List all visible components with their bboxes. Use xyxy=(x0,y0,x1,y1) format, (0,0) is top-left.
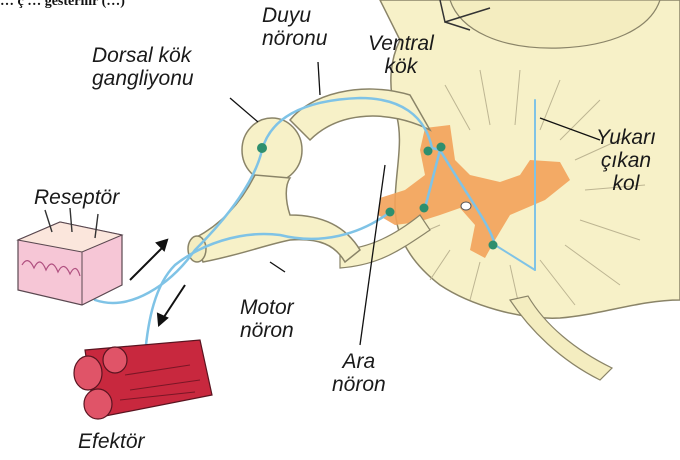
label-yukari-cikan-kol: Yukarı çıkan kol xyxy=(596,126,656,195)
label-efektor: Efektör xyxy=(78,430,145,453)
label-dorsal-kok-gangliyonu: Dorsal kök gangliyonu xyxy=(92,44,194,90)
label-ara-noron: Ara nöron xyxy=(332,350,386,396)
direction-arrows xyxy=(130,240,185,325)
label-ventral-kok: Ventral kök xyxy=(368,32,434,78)
label-duyu-noronu: Duyu nöronu xyxy=(262,4,327,50)
central-canal xyxy=(461,202,471,210)
receptor-skin xyxy=(18,208,122,305)
spinal-nerve xyxy=(195,175,360,262)
label-motor-noron: Motor nöron xyxy=(240,296,294,342)
effector-muscle xyxy=(74,340,212,419)
label-reseptor: Reseptör xyxy=(34,186,119,209)
